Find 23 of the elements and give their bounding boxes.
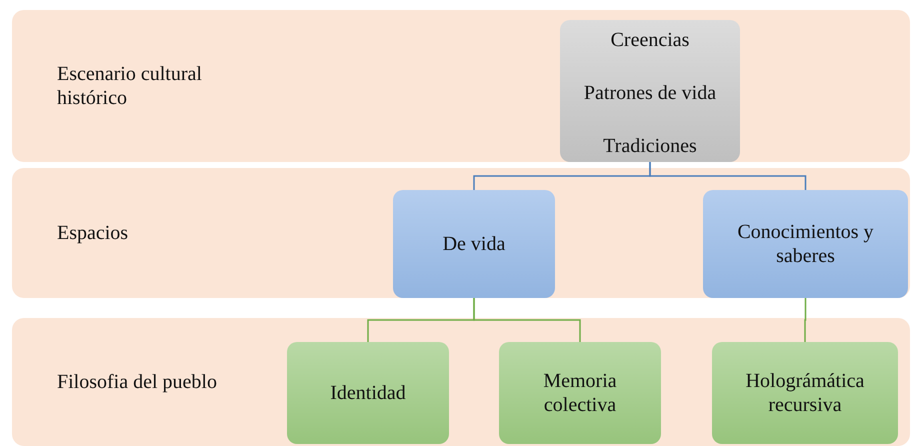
band-label: Espacios xyxy=(57,221,130,245)
concept-box xyxy=(560,20,740,162)
box-text: De vida xyxy=(442,232,506,256)
connector-line xyxy=(804,298,806,342)
band-panel xyxy=(12,10,910,162)
box-text: Identidad xyxy=(330,381,406,405)
concept-box xyxy=(703,190,908,298)
band-label: Filosofia del pueblo xyxy=(57,370,218,394)
box-text: Conocimientos y saberes xyxy=(736,220,875,268)
box-text: Tradiciones xyxy=(603,134,697,158)
connector-line xyxy=(649,162,806,190)
concept-box xyxy=(287,342,449,444)
concept-box xyxy=(499,342,661,444)
band-panel xyxy=(12,168,910,298)
box-text: Creencias xyxy=(610,28,690,52)
box-text: Memoria colectiva xyxy=(542,369,618,417)
box-text: Holográmática recursiva xyxy=(744,369,866,417)
box-text: Patrones de vida xyxy=(584,81,716,105)
concept-box xyxy=(712,342,898,444)
band-label: Escenario cultural histórico xyxy=(57,62,203,110)
connector-line xyxy=(473,298,581,342)
band-panel xyxy=(12,318,910,446)
concept-box xyxy=(393,190,555,298)
